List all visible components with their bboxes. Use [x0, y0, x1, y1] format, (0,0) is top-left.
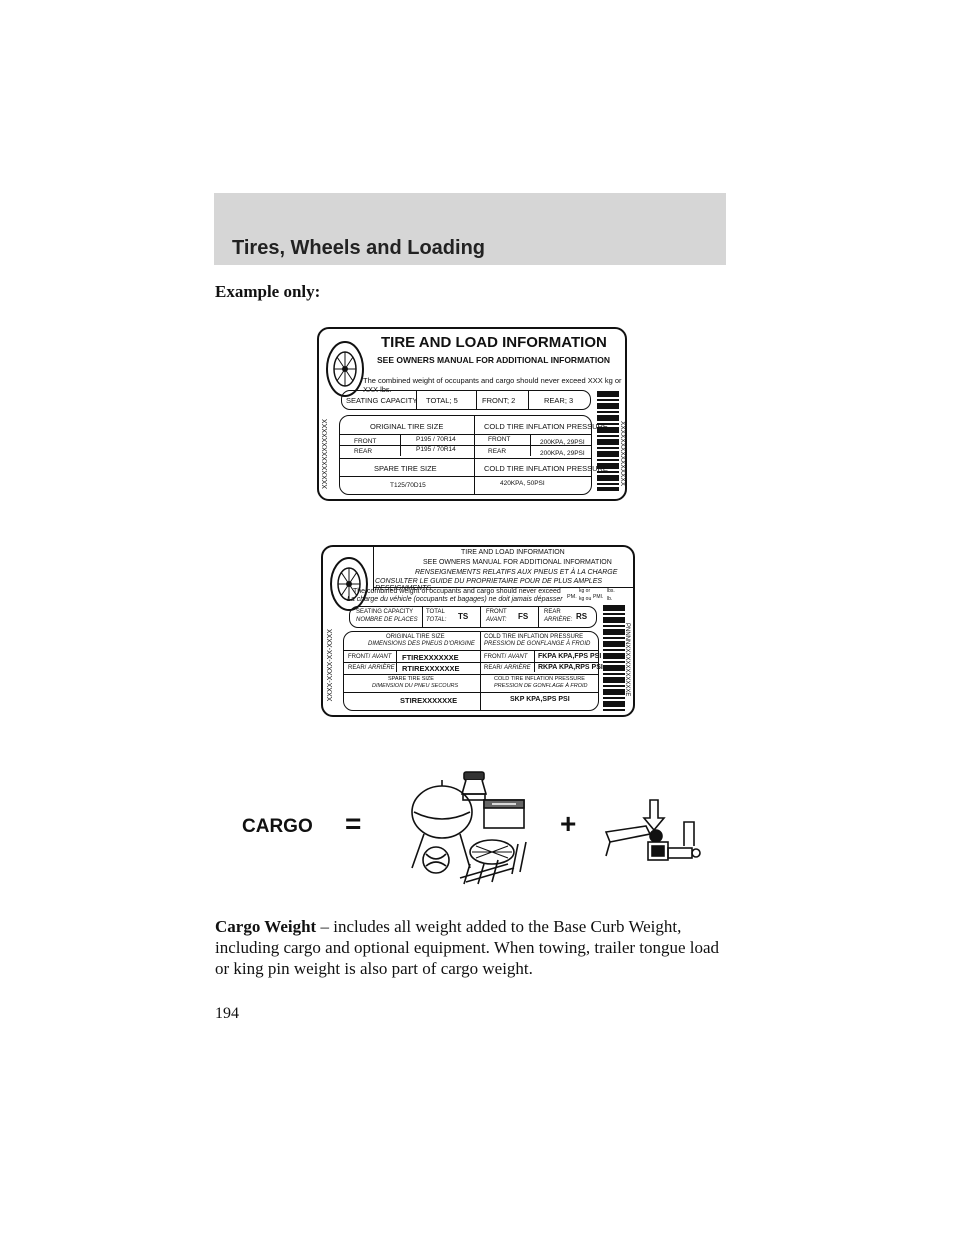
label1-rear-label2: REAR — [488, 448, 507, 455]
label2-front: FRONT — [486, 609, 507, 615]
label1-original-tire-size: ORIGINAL TIRE SIZE — [370, 422, 444, 431]
label2-title-fr: RENSEIGNEMENTS RELATIFS AUX PNEUS ET À L… — [415, 569, 618, 576]
label1-rear: REAR; 3 — [544, 396, 574, 405]
label1-front-size: P195 / 70R14 — [416, 436, 456, 443]
label1-title: TIRE AND LOAD INFORMATION — [381, 334, 607, 351]
label1-seating-row: SEATING CAPACITY TOTAL; 5 FRONT; 2 REAR;… — [341, 390, 591, 410]
label2-seating-row: SEATING CAPACITY NOMBRE DE PLACES TOTAL … — [349, 606, 597, 628]
label1-spare-cold-pressure: COLD TIRE INFLATION PRESSURE — [484, 464, 608, 473]
label2-rear-row-label2: REAR/ ARRIÈRE — [484, 665, 531, 671]
label1-subtitle: SEE OWNERS MANUAL FOR ADDITIONAL INFORMA… — [377, 355, 610, 365]
label2-side-code: XXXX-XXXX-XX-XXXX — [327, 629, 334, 702]
label1-tire-table: ORIGINAL TIRE SIZE COLD TIRE INFLATION P… — [339, 415, 608, 495]
label2-spare-cold-pressure-fr: PRESSION DE GONFLAGE À FROID — [494, 683, 588, 689]
label2-rear-tire: RTIREXXXXXXE — [402, 664, 460, 673]
label2-spare-size-label-fr: DIMENSION DU PNEU SECOURS — [372, 683, 459, 689]
label2-kg-ou: kg ou — [579, 596, 592, 602]
label2-original-tire-size-fr: DIMENSIONS DES PNEUS D'ORIGINE — [368, 641, 475, 647]
label2-fs: FS — [518, 612, 529, 621]
trailer-hitch-illustration — [604, 799, 701, 861]
label1-front-label2: FRONT — [488, 436, 511, 443]
label2-spare-size-label: SPARE TIRE SIZE — [388, 676, 434, 682]
label2-spare-tire: STIREXXXXXXE — [400, 696, 458, 705]
barcode — [603, 605, 625, 711]
page-number: 194 — [215, 1005, 239, 1022]
label1-rear-label: REAR — [354, 448, 373, 455]
plus-sign: + — [560, 808, 577, 839]
label2-seating-capacity-fr: NOMBRE DE PLACES — [356, 617, 418, 623]
cargo-weight-paragraph: Cargo Weight – includes all weight added… — [215, 916, 735, 979]
label1-weight-note: The combined weight of occupants and car… — [363, 376, 622, 394]
tire-icon — [330, 557, 368, 611]
header-band — [214, 193, 726, 265]
label2-rear-pressure: RKPA KPA,RPS PSI — [538, 664, 603, 671]
label2-rs: RS — [576, 612, 588, 621]
cargo-word: CARGO — [242, 816, 313, 837]
barcode — [597, 391, 619, 491]
cargo-weight-term: Cargo Weight — [215, 917, 317, 936]
label1-spare-size: T125/70D15 — [390, 482, 426, 489]
label2-seating-capacity: SEATING CAPACITY — [356, 609, 414, 615]
camping-gear-illustration — [411, 771, 527, 885]
label2-side-code-right: PNNNNXXXXXXXXXXXXE — [624, 623, 630, 697]
example-label: Example only: — [215, 282, 321, 301]
label2-front-row-label: FRONT/ AVANT — [348, 654, 392, 660]
label2-cold-pressure: COLD TIRE INFLATION PRESSURE — [484, 634, 584, 640]
label2-pm: PM. — [567, 594, 577, 600]
tire-load-label-bilingual: TIRE AND LOAD INFORMATION SEE OWNERS MAN… — [321, 545, 635, 717]
label2-title: TIRE AND LOAD INFORMATION — [461, 549, 565, 556]
label2-rear-fr: ARRIÈRE: — [544, 617, 573, 623]
label1-side-code-right: XXXXXXXXXXXXXXX — [619, 421, 626, 487]
label2-cold-pressure-fr: PRESSION DE GONFLANGE À FROID — [484, 641, 591, 647]
label1-cold-tire-pressure: COLD TIRE INFLATION PRESSURE — [484, 422, 608, 431]
label2-original-tire-size: ORIGINAL TIRE SIZE — [386, 634, 445, 640]
label2-spare-cold-pressure: COLD TIRE INFLATION PRESSURE — [494, 676, 585, 682]
cargo-weight-definition: – includes all weight added to the Base … — [215, 917, 720, 978]
label2-subtitle-fr: CONSULTER LE GUIDE DU PROPRIETAIRE POUR … — [375, 578, 603, 592]
label2-front-row-label2: FRONT/ AVANT — [484, 654, 528, 660]
tire-load-label-english: TIRE AND LOAD INFORMATION SEE OWNERS MAN… — [317, 327, 627, 501]
label2-subtitle: SEE OWNERS MANUAL FOR ADDITIONAL INFORMA… — [423, 559, 612, 566]
label2-front-tire: FTIREXXXXXXE — [402, 653, 459, 662]
label1-seating-capacity: SEATING CAPACITY — [346, 396, 418, 405]
label2-rear: REAR — [544, 609, 561, 615]
label2-tire-table: ORIGINAL TIRE SIZE DIMENSIONS DES PNEUS … — [343, 631, 603, 711]
section-title: Tires, Wheels and Loading — [232, 237, 486, 259]
label2-pml: PMI. — [593, 594, 604, 600]
label2-total-fr: TOTAL: — [426, 617, 447, 623]
label1-spare-tire-size: SPARE TIRE SIZE — [374, 464, 437, 473]
label1-rear-size: P195 / 70R14 — [416, 446, 456, 453]
label1-rear-pressure: 200KPA, 29PSI — [540, 450, 585, 457]
label2-front-fr: AVANT: — [486, 617, 507, 623]
label2-spare-pressure: SKP KPA,SPS PSI — [510, 696, 570, 703]
label2-front-pressure: FKPA KPA,FPS PSI — [538, 653, 602, 660]
label1-total: TOTAL; 5 — [426, 396, 458, 405]
label1-spare-pressure: 420KPA, 50PSI — [500, 480, 545, 487]
label2-kg-or: kg or — [579, 588, 591, 594]
label1-front-label: FRONT — [354, 438, 377, 445]
label2-rear-row-label: REAR/ ARRIÈRE — [348, 665, 395, 671]
label2-ts: TS — [458, 612, 469, 621]
label2-weight-note: The combined weight of occupants and car… — [353, 588, 561, 595]
label1-front-pressure: 200KPA, 29PSI — [540, 439, 585, 446]
label2-lbs: lbs. — [607, 588, 615, 594]
label2-weight-note-fr: La charge du véhicle (occupants et bagag… — [347, 596, 563, 603]
equals-sign: = — [345, 808, 362, 839]
label1-side-code: XXXXXXXXXXXXXXX — [322, 419, 329, 490]
label2-total: TOTAL — [426, 609, 445, 615]
label2-lb: lb. — [607, 596, 613, 602]
label1-front: FRONT; 2 — [482, 396, 516, 405]
